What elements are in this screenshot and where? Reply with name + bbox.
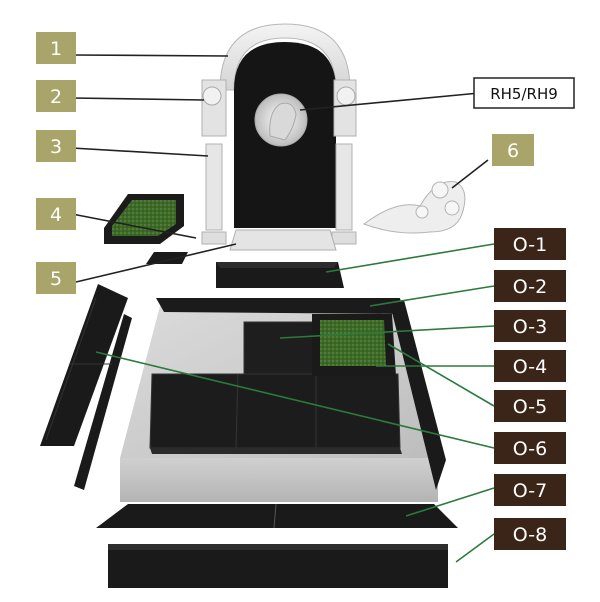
label-o5: O-5 (494, 390, 566, 422)
label-o3-text: O-3 (513, 316, 547, 338)
label-o1-text: O-1 (513, 234, 547, 256)
leader-lines (71, 54, 495, 563)
flower-sculpture (362, 181, 466, 234)
back-border-o2 (156, 298, 404, 314)
label-o2: O-2 (494, 270, 566, 302)
small-step (146, 252, 188, 264)
label-o8-text: O-8 (513, 524, 547, 546)
headstone-assembly (201, 23, 357, 251)
boxed-label-rh-text: RH5/RH9 (490, 85, 558, 103)
inlay-tile-a (149, 373, 239, 449)
front-border-o7 (96, 504, 458, 528)
left-capital-flower (202, 86, 222, 106)
right-border (390, 300, 446, 490)
right-labels: 6 O-1 O-2 O-3 O-4 O-5 O-6 O-7 (492, 134, 566, 550)
label-1-text: 1 (50, 38, 62, 60)
white-plinth (229, 229, 337, 251)
label-5-text: 5 (50, 268, 62, 290)
base-platform (120, 298, 446, 502)
label-o7: O-7 (494, 474, 566, 506)
label-6-text: 6 (507, 140, 519, 162)
boxed-label-rh: RH5/RH9 (473, 77, 575, 109)
flower-box (104, 194, 184, 244)
label-3: 3 (36, 130, 76, 162)
label-o2-text: O-2 (513, 276, 547, 298)
label-o4: O-4 (494, 350, 566, 382)
label-o6: O-6 (494, 432, 566, 464)
label-5: 5 (36, 262, 76, 294)
label-o4-text: O-4 (513, 356, 547, 378)
label-o1: O-1 (494, 228, 566, 260)
flowerbed-grass-o5 (320, 320, 386, 366)
left-column (205, 143, 223, 231)
left-labels: 1 2 3 4 5 (36, 32, 76, 294)
label-4: 4 (36, 198, 76, 230)
label-o7-text: O-7 (513, 480, 547, 502)
label-2-text: 2 (50, 86, 62, 108)
label-1: 1 (36, 32, 76, 64)
medallion-relief (269, 102, 297, 141)
label-o8: O-8 (494, 518, 566, 550)
label-3-text: 3 (50, 136, 62, 158)
grey-slab-front (120, 458, 438, 502)
label-o5-text: O-5 (513, 396, 547, 418)
left-border-o6-outer (40, 284, 128, 446)
front-slab-edge (150, 448, 402, 454)
inlay-tile-c (315, 373, 401, 449)
right-column (335, 143, 353, 231)
right-column-base (331, 231, 357, 245)
left-column-base (201, 231, 227, 245)
label-2: 2 (36, 80, 76, 112)
front-step-o1 (216, 262, 344, 288)
label-o3: O-3 (494, 310, 566, 342)
right-capital-flower (336, 86, 356, 106)
front-base-o8 (108, 544, 448, 588)
label-6: 6 (492, 134, 534, 166)
label-4-text: 4 (50, 204, 62, 226)
inlay-tile-o3 (243, 321, 319, 375)
inlay-tile-b (235, 373, 317, 449)
label-o6-text: O-6 (513, 438, 547, 460)
